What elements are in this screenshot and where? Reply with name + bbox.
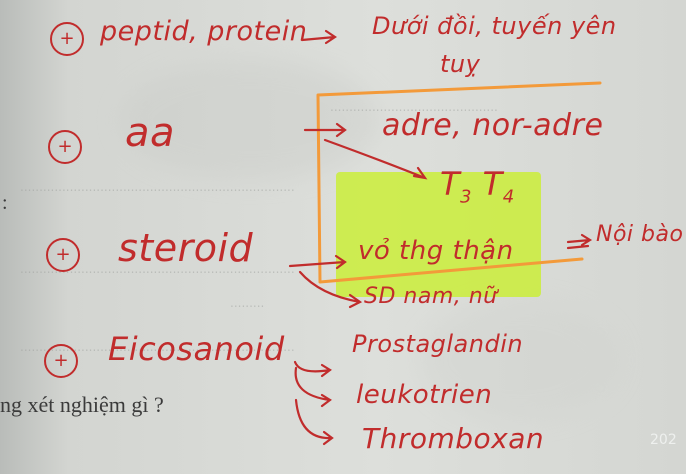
t4-letter: T xyxy=(482,165,503,203)
peptide-result-2: tuỵ xyxy=(440,50,481,78)
plus-circle-peptide: + xyxy=(50,22,84,56)
question-text: ng xét nghiệm gì ? xyxy=(0,392,164,417)
steroid-label: steroid xyxy=(118,226,254,270)
eicosanoid-item: leukotrien xyxy=(356,380,493,410)
bleed-text: ........................................… xyxy=(20,340,295,354)
peptide-result: Dưới đồi, tuyến yên xyxy=(372,12,617,40)
t3-letter: T xyxy=(440,165,461,203)
arrow-aa-adre xyxy=(303,122,347,138)
corner-year: 202 xyxy=(650,432,677,448)
steroid-result-1: vỏ thg thận xyxy=(358,236,514,266)
arrow-eicos-2 xyxy=(294,366,332,408)
arrow-aa-t3t4 xyxy=(323,138,428,180)
bleed-text: ........................................… xyxy=(20,262,295,276)
plus-circle-steroid: + xyxy=(46,238,80,272)
t3-sub: 3 xyxy=(460,186,472,208)
eicosanoid-label: Eicosanoid xyxy=(108,330,285,368)
arrow-eicos-3 xyxy=(294,398,334,446)
bleed-text: ........................................… xyxy=(330,100,498,114)
noi-bao-note: Nội bào xyxy=(596,222,684,247)
orange-box xyxy=(316,81,602,284)
arrow-peptide xyxy=(300,29,337,45)
t3t4: T3 T4 xyxy=(440,165,515,207)
eicosanoid-item: Thromboxan xyxy=(362,422,545,455)
arrow-noi-bao xyxy=(566,233,593,250)
arrow-steroid-vo xyxy=(288,254,347,270)
arrow-steroid-sd xyxy=(298,270,363,309)
t4-sub: 4 xyxy=(502,186,515,208)
bleed-text: ........................................… xyxy=(20,180,295,194)
plus-circle-aa: + xyxy=(48,130,82,164)
aa-result: adre, nor-adre xyxy=(382,108,604,143)
eicosanoid-item: Prostaglandin xyxy=(352,330,524,358)
colon-mark: : xyxy=(2,192,8,214)
bleed-text: ......... xyxy=(230,296,265,310)
plus-circle-eicosanoid: + xyxy=(44,344,78,378)
arrow-eicos-1 xyxy=(293,360,332,378)
peptide-label: peptid, protein xyxy=(100,16,308,47)
aa-label: aa xyxy=(125,110,176,156)
steroid-result-2: SD nam, nữ xyxy=(364,284,498,309)
